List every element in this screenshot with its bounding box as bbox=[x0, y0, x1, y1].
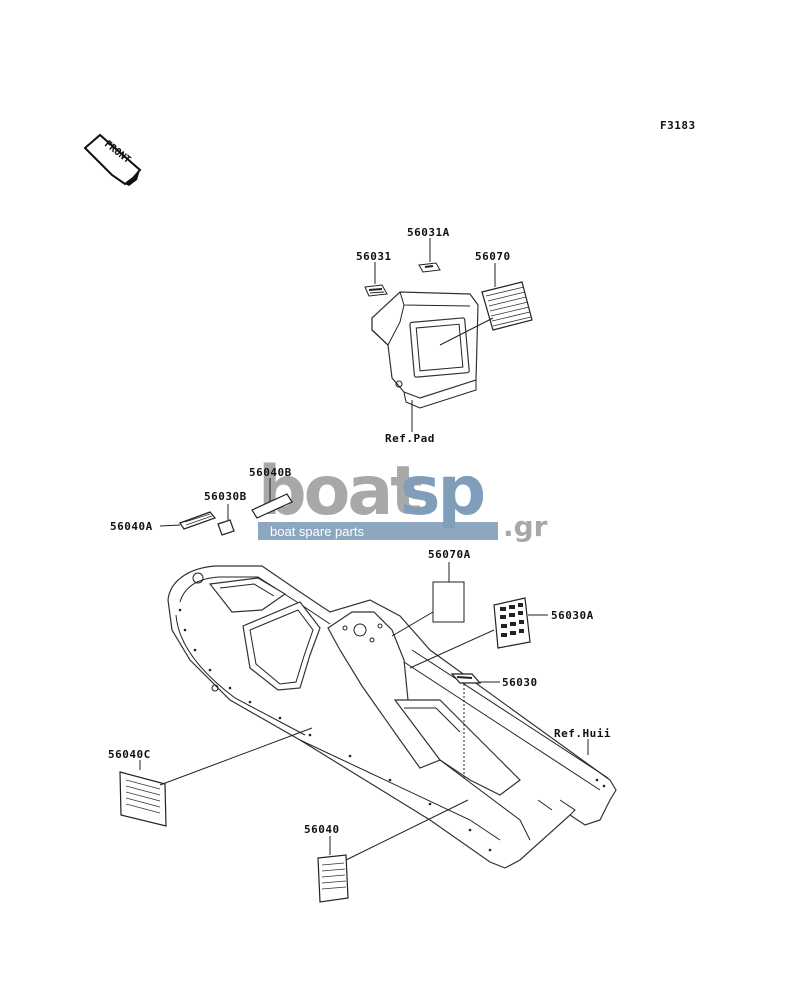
label-56031A: 56031A bbox=[407, 226, 450, 239]
pad-assembly bbox=[371, 291, 479, 409]
sticker-56040B bbox=[251, 493, 293, 519]
sticker-56040C bbox=[119, 771, 167, 827]
watermark-word2: sp bbox=[400, 452, 483, 531]
sticker-56030B bbox=[217, 519, 235, 536]
label-56030B: 56030B bbox=[204, 490, 247, 503]
label-56030A: 56030A bbox=[551, 609, 594, 622]
figure-code: F3183 bbox=[660, 119, 696, 132]
label-56070A: 56070A bbox=[428, 548, 471, 561]
watermark-tagline: boat spare parts bbox=[270, 524, 364, 539]
sticker-56070A bbox=[432, 581, 465, 623]
label-ref-hull: Ref.Huii bbox=[554, 727, 611, 740]
boatsp-watermark: boat sp .gr boat spare parts bbox=[258, 452, 548, 543]
label-56070: 56070 bbox=[475, 250, 511, 263]
label-56040: 56040 bbox=[304, 823, 340, 836]
sticker-56040A bbox=[179, 511, 217, 530]
watermark-word1: boat bbox=[258, 452, 421, 531]
label-56040A: 56040A bbox=[110, 520, 153, 533]
label-56030: 56030 bbox=[502, 676, 538, 689]
front-arrow-icon: FRONT bbox=[83, 133, 142, 186]
label-56040B: 56040B bbox=[249, 466, 292, 479]
label-ref-pad: Ref.Pad bbox=[385, 432, 435, 445]
label-56031: 56031 bbox=[356, 250, 392, 263]
hull-assembly bbox=[167, 565, 617, 869]
sticker-56040 bbox=[317, 854, 349, 903]
label-56040C: 56040C bbox=[108, 748, 151, 761]
sticker-56030 bbox=[450, 673, 482, 684]
sticker-56030A bbox=[493, 597, 531, 649]
sticker-56070 bbox=[481, 281, 533, 331]
sticker-56031 bbox=[364, 284, 388, 297]
watermark-suffix: .gr bbox=[503, 510, 548, 543]
sticker-56031A bbox=[418, 262, 441, 273]
